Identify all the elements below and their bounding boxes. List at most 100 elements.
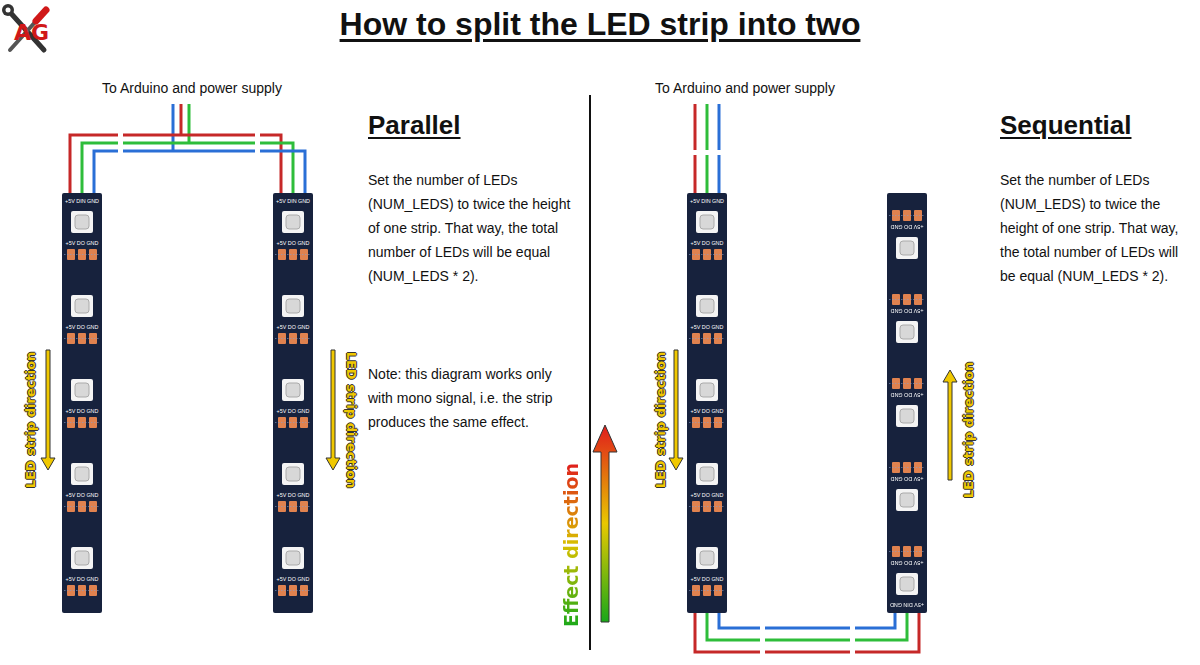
cut-line [275,338,311,339]
cut-line [64,506,100,507]
led-lens [286,467,300,481]
cut-line [64,338,100,339]
led-strip: +5V DIN GND +5V DO GND +5V DO GND +5V DO GN… [687,193,727,613]
solder-pad [89,249,97,260]
pin-label: +5V DO GND [687,491,727,499]
led-lens [286,551,300,565]
cut-line [889,299,925,300]
led-lens [75,215,89,229]
pin-label: +5V DIN GND [687,197,727,205]
wire [707,613,907,640]
instruction-text: Set the number of LEDs (NUM_LEDS) to twi… [1000,168,1192,288]
cut-line [64,422,100,423]
cut-line [275,422,311,423]
strip-artwork [62,193,102,613]
led-lens [75,551,89,565]
led-chip [696,211,718,233]
solder-pad [300,501,308,512]
led-chip [896,573,918,595]
solder-pad [89,585,97,596]
wire [695,613,919,652]
solder-pad [914,294,922,305]
cut-line [64,590,100,591]
led-chip [71,211,93,233]
led-chip [896,321,918,343]
led-chip [696,379,718,401]
led-strip: +5V DIN GND+5V DO GND+5V DO GND+5V DO GN… [887,193,927,613]
led-chip [71,463,93,485]
solder-pad [89,417,97,428]
cut-line [275,506,311,507]
wire [94,151,305,193]
led-chip [696,295,718,317]
solder-pad [714,585,722,596]
led-lens [75,467,89,481]
led-lens [286,383,300,397]
led-lens [900,577,914,591]
cut-line [689,506,725,507]
led-strip: +5V DIN GND+5V DO GND+5V DO GND+5V DO GN… [62,193,102,613]
wire [694,104,697,193]
led-lens [286,299,300,313]
direction-arrow [943,370,957,480]
cut-line [689,590,725,591]
pin-label: +5V DO GND [887,475,927,483]
solder-pad [89,333,97,344]
title: How to split the LED strip into two [340,6,861,43]
strip-artwork [687,193,727,613]
supply-label: To Arduino and power supply [102,80,282,96]
pin-label: +5V DO GND [687,575,727,583]
solder-pad [714,417,722,428]
note-text: Note: this diagram works only with mono … [368,362,568,434]
strip-artwork [273,193,313,613]
led-chip [71,295,93,317]
cut-line [275,254,311,255]
cut-line [689,422,725,423]
cut-line [889,467,925,468]
led-chip [896,489,918,511]
pin-label: +5V DIN GND [273,197,313,205]
led-chip [282,463,304,485]
pin-label: +5V DO GND [273,491,313,499]
pin-label: +5V DO GND [687,407,727,415]
cut-line [689,338,725,339]
led-lens [700,215,714,229]
wire-break [255,128,260,158]
wire-break [118,128,123,158]
cut-line [889,215,925,216]
cut-line [689,254,725,255]
section-heading: Sequential [1000,110,1131,141]
pin-label: +5V DO GND [273,407,313,415]
solder-pad [300,417,308,428]
led-chip [71,379,93,401]
solder-pad [914,462,922,473]
wire-break [688,150,726,155]
screwdriver-handle [36,10,46,21]
wire [706,104,709,193]
solder-pad [714,249,722,260]
wire [180,104,183,135]
solder-pad [914,546,922,557]
pin-label: +5V DO GND [62,491,102,499]
solder-pad [914,210,922,221]
wrench-hole [6,8,11,13]
pin-label: +5V DO GND [62,239,102,247]
direction-label: LED strip direction [23,352,38,489]
direction-label: LED strip direction [653,352,668,489]
solder-pad [714,333,722,344]
wire-break [760,622,765,658]
led-chip [896,405,918,427]
wire [718,104,721,193]
cut-line [275,590,311,591]
divider-line [589,95,591,650]
led-lens [700,383,714,397]
pin-label: +5V DO GND [62,575,102,583]
led-chip [282,211,304,233]
pin-label: +5V DO GND [273,239,313,247]
pin-label: +5V DO GND [273,575,313,583]
direction-arrow [669,350,683,470]
led-strip: +5V DIN GND +5V DO GND +5V DO GND +5V DO GN… [273,193,313,613]
solder-pad [914,378,922,389]
